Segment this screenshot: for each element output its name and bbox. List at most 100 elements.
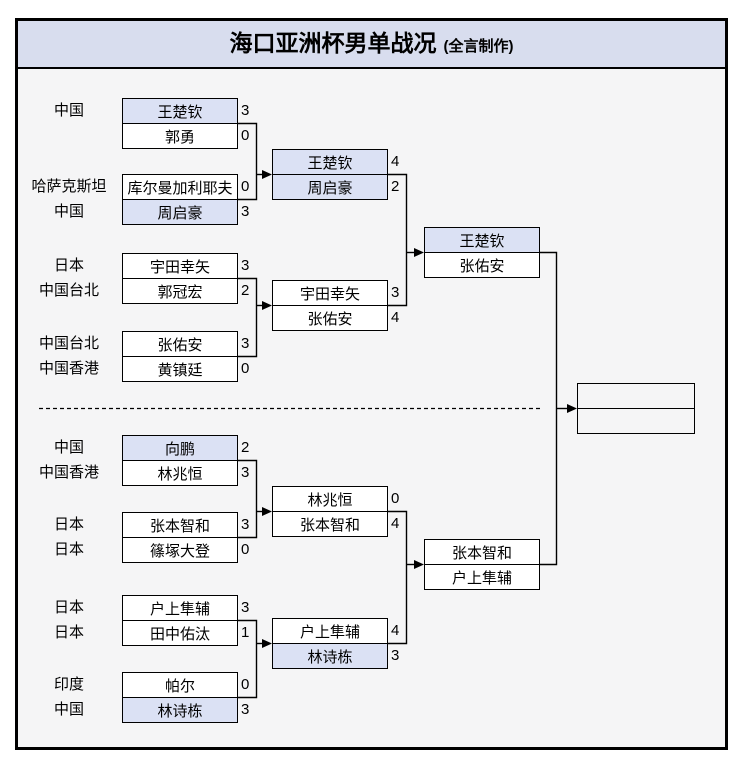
player-cell: 户上隼辅 — [122, 595, 238, 621]
player-cell: 库尔曼加利耶夫 — [122, 174, 238, 200]
score-label: 0 — [241, 127, 250, 144]
country-label: 日本 — [53, 541, 84, 558]
score-label: 2 — [391, 178, 400, 195]
player-cell: 张本智和 — [122, 512, 238, 538]
player-slot: 王楚钦 4 — [272, 149, 399, 175]
player-cell: 王楚钦 — [424, 227, 540, 253]
title-bar: 海口亚洲杯男单战况 (全言制作) — [18, 21, 725, 69]
player-cell: 王楚钦 — [272, 149, 388, 175]
player-name: 张佑安 — [157, 336, 203, 354]
final-slot — [577, 408, 695, 434]
player-name: 户上隼辅 — [299, 623, 360, 641]
player-cell: 王楚钦 — [122, 98, 238, 124]
score-label: 0 — [241, 541, 250, 558]
player-name: 张佑安 — [459, 257, 505, 275]
player-name: 林诗栋 — [307, 648, 353, 666]
player-slot: 林兆恒 0 — [272, 486, 399, 512]
country-label: 中国 — [53, 203, 84, 220]
country-label: 中国 — [53, 439, 84, 456]
score-label: 3 — [241, 335, 250, 352]
score-label: 3 — [391, 284, 400, 301]
country-label: 日本 — [53, 516, 84, 533]
score-label: 2 — [241, 282, 250, 299]
score-label: 3 — [241, 464, 250, 481]
score-label: 4 — [391, 153, 400, 170]
player-name: 户上隼辅 — [451, 569, 512, 587]
player-name: 宇田幸矢 — [149, 258, 210, 276]
player-slot: 王楚钦 — [424, 227, 540, 253]
player-name: 帕尔 — [164, 677, 195, 695]
country-label: 中国台北 — [38, 282, 99, 299]
score-label: 2 — [241, 439, 250, 456]
player-slot: 张佑安 — [424, 252, 540, 278]
player-slot: 林诗栋 3 — [272, 643, 399, 669]
player-slot: 日本 户上隼辅 3 — [54, 595, 249, 621]
page-title: 海口亚洲杯男单战况 — [229, 30, 437, 56]
player-slot: 中国 林诗栋 3 — [54, 697, 249, 723]
player-name: 黄镇廷 — [157, 361, 203, 379]
country-label: 中国台北 — [38, 335, 99, 352]
player-cell: 田中佑汰 — [122, 620, 238, 646]
player-name: 林兆恒 — [307, 491, 353, 509]
player-name: 郭冠宏 — [157, 283, 203, 301]
credit-label: (全言制作) — [443, 38, 514, 55]
player-cell — [577, 408, 695, 434]
country-label: 日本 — [53, 599, 84, 616]
player-name: 张本智和 — [299, 516, 360, 534]
player-cell: 林兆恒 — [122, 460, 238, 486]
country-label: 中国香港 — [38, 464, 99, 481]
country-label: 中国 — [53, 102, 84, 119]
player-slot: 中国 向鹏 2 — [54, 435, 249, 461]
player-cell — [577, 383, 695, 409]
score-label: 0 — [241, 676, 250, 693]
player-cell: 帕尔 — [122, 672, 238, 698]
player-slot: 印度 帕尔 0 — [54, 672, 249, 698]
score-label: 3 — [241, 701, 250, 718]
player-slot: 中国香港 林兆恒 3 — [39, 460, 249, 486]
score-label: 4 — [391, 309, 400, 326]
player-name: 张本智和 — [451, 544, 512, 562]
player-name: 王楚钦 — [459, 232, 505, 250]
score-label: 3 — [241, 599, 250, 616]
player-cell: 郭冠宏 — [122, 278, 238, 304]
country-label: 日本 — [53, 624, 84, 641]
country-label: 印度 — [53, 676, 84, 693]
player-cell: 黄镇廷 — [122, 356, 238, 382]
player-name: 林诗栋 — [157, 702, 203, 720]
country-label: 中国 — [53, 701, 84, 718]
player-cell: 林诗栋 — [272, 643, 388, 669]
player-name: 田中佑汰 — [149, 625, 210, 643]
score-label: 3 — [241, 516, 250, 533]
score-label: 0 — [391, 490, 400, 507]
score-label: 3 — [241, 102, 250, 119]
player-name: 篠塚大登 — [149, 542, 210, 560]
score-label: 0 — [241, 178, 250, 195]
player-name: 库尔曼加利耶夫 — [127, 179, 233, 197]
player-slot: 张本智和 — [424, 539, 540, 565]
score-label: 3 — [391, 647, 400, 664]
player-slot: 日本 张本智和 3 — [54, 512, 249, 538]
score-label: 3 — [241, 257, 250, 274]
player-slot: 中国台北 张佑安 3 — [39, 331, 249, 357]
player-slot: 中国台北 郭冠宏 2 — [39, 278, 249, 304]
player-cell: 张佑安 — [424, 252, 540, 278]
score-label: 4 — [391, 622, 400, 639]
player-name: 张本智和 — [149, 517, 210, 535]
player-name: 向鹏 — [164, 440, 195, 458]
player-cell: 周启豪 — [272, 174, 388, 200]
player-name: 林兆恒 — [157, 465, 203, 483]
player-cell: 宇田幸矢 — [272, 280, 388, 306]
country-label: 日本 — [53, 257, 84, 274]
player-cell: 户上隼辅 — [272, 618, 388, 644]
player-name: 王楚钦 — [307, 154, 353, 172]
score-label: 0 — [241, 360, 250, 377]
final-slot — [577, 383, 695, 409]
player-name: 户上隼辅 — [149, 600, 210, 618]
